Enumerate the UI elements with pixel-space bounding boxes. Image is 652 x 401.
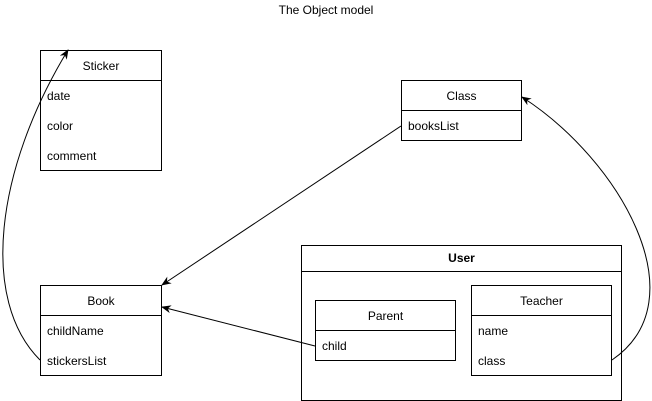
teacher-class-box[interactable]: Teacher name class	[471, 285, 612, 376]
teacher-class-name: Teacher	[472, 286, 611, 316]
parent-attr-child: child	[322, 339, 347, 353]
edge-parent-to-book	[161, 305, 316, 347]
sticker-attr-color: color	[47, 119, 74, 133]
class-class-name: Class	[402, 81, 521, 111]
diagram-title: The Object model	[278, 3, 374, 17]
parent-class-box[interactable]: Parent child	[315, 300, 456, 361]
sticker-attr-date: date	[47, 89, 71, 103]
edge-book-to-sticker	[2, 49, 69, 361]
book-class-name: Book	[41, 286, 161, 316]
sticker-class-name: Sticker	[41, 51, 161, 81]
user-container-name: User	[302, 246, 621, 272]
sticker-class-box[interactable]: Sticker date color comment	[40, 50, 162, 171]
parent-class-name: Parent	[316, 301, 455, 331]
edge-teacher-to-class	[521, 96, 651, 361]
edge-class-to-book	[161, 125, 402, 286]
book-class-box[interactable]: Book childName stickersList	[40, 285, 162, 376]
class-attr-bookslist: booksList	[408, 119, 459, 133]
book-attr-childname: childName	[47, 324, 104, 338]
class-class-box[interactable]: Class booksList	[401, 80, 522, 141]
teacher-attr-name: name	[478, 324, 509, 338]
book-attr-stickerslist: stickersList	[47, 354, 107, 368]
sticker-attr-comment: comment	[47, 149, 97, 163]
teacher-attr-class: class	[478, 354, 506, 368]
